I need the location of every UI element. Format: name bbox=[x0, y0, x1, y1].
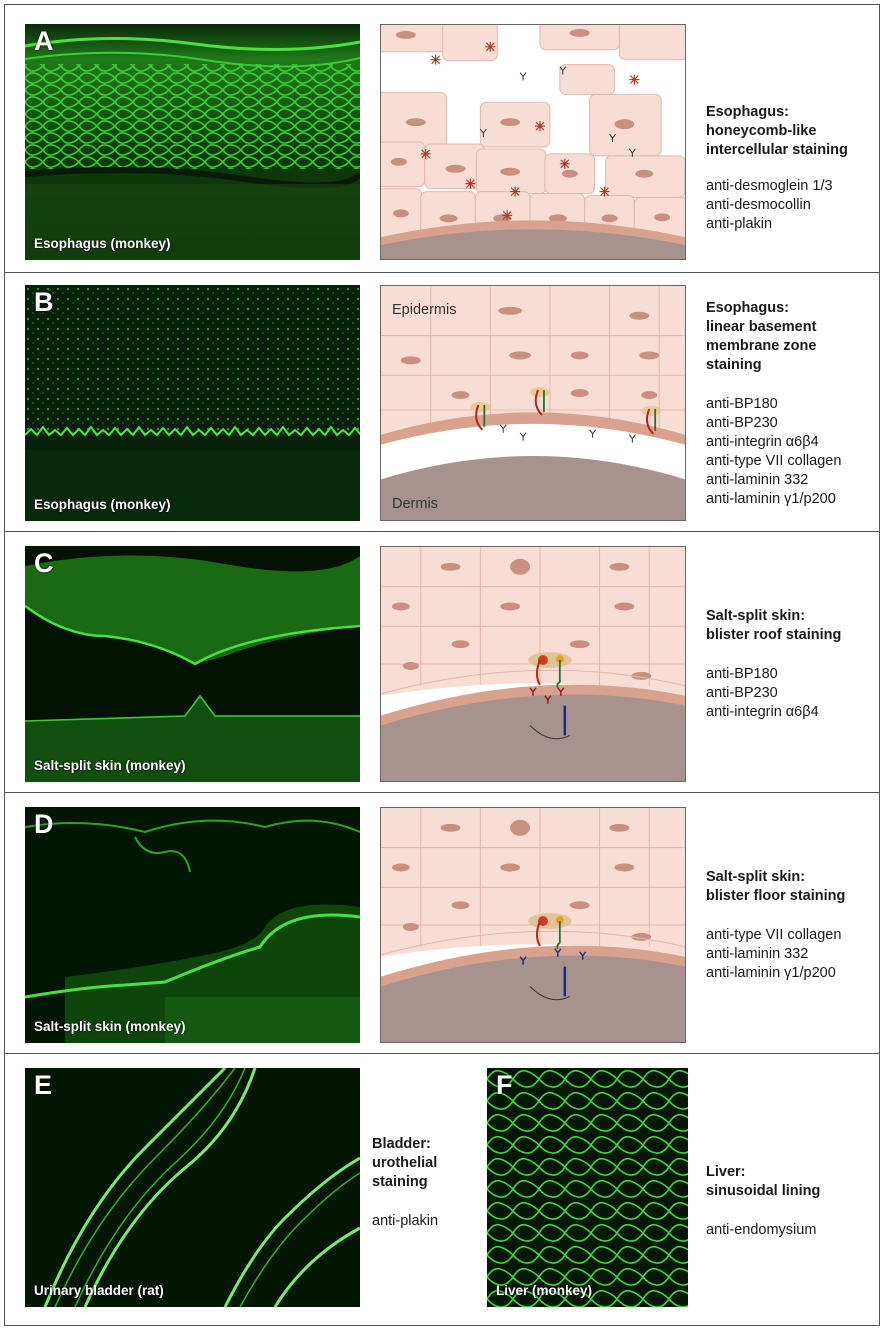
schematic-a bbox=[380, 24, 686, 260]
micrograph-e: E Urinary bladder (rat) bbox=[25, 1068, 360, 1307]
micrograph-caption: Salt-split skin (monkey) bbox=[34, 1019, 186, 1034]
description-d: Salt-split skin: blister floor staining … bbox=[706, 868, 884, 983]
antibody-item: anti-integrin α6β4 bbox=[706, 434, 819, 450]
antibody-item: anti-BP230 bbox=[706, 685, 778, 701]
micrograph-d-image bbox=[25, 807, 360, 1043]
micrograph-caption: Salt-split skin (monkey) bbox=[34, 758, 186, 773]
micrograph-b-image bbox=[25, 285, 360, 521]
micrograph-caption: Liver (monkey) bbox=[496, 1283, 593, 1298]
micrograph-f-image bbox=[487, 1068, 688, 1307]
antibody-list: anti-BP180 anti-BP230 anti-integrin α6β4 bbox=[706, 665, 884, 722]
description-a: Esophagus: honeycomb-like intercellular … bbox=[706, 103, 884, 234]
antibody-item: anti-BP180 bbox=[706, 666, 778, 682]
row-divider bbox=[4, 792, 880, 793]
schematic-d-image bbox=[381, 808, 685, 1042]
row-divider bbox=[4, 531, 880, 532]
micrograph-caption: Esophagus (monkey) bbox=[34, 236, 171, 251]
panel-letter: B bbox=[34, 287, 54, 317]
schematic-c bbox=[380, 546, 686, 782]
antibody-item: anti-BP230 bbox=[706, 415, 778, 431]
schematic-d bbox=[380, 807, 686, 1043]
staining-pattern-title: Salt-split skin: blister roof staining bbox=[706, 608, 842, 643]
antibody-item: anti-integrin α6β4 bbox=[706, 704, 819, 720]
micrograph-b: B Esophagus (monkey) bbox=[25, 285, 360, 521]
micrograph-a: A Esophagus (monkey) bbox=[25, 24, 360, 260]
staining-pattern-title: Esophagus: linear basement membrane zone… bbox=[706, 300, 817, 373]
antibody-list: anti-desmoglein 1/3 anti-desmocollin ant… bbox=[706, 177, 884, 234]
antibody-item: anti-endomysium bbox=[706, 1222, 817, 1238]
staining-pattern-title: Liver: sinusoidal lining bbox=[706, 1164, 821, 1199]
antibody-item: anti-plakin bbox=[706, 216, 773, 232]
micrograph-a-image bbox=[25, 24, 360, 260]
description-f: Liver: sinusoidal lining anti-endomysium bbox=[706, 1163, 884, 1240]
staining-pattern-title: Bladder: urothelial staining bbox=[372, 1136, 438, 1190]
antibody-item: anti-desmoglein 1/3 bbox=[706, 178, 833, 194]
staining-pattern-title: Salt-split skin: blister floor staining bbox=[706, 869, 846, 904]
antibody-list: anti-endomysium bbox=[706, 1221, 884, 1240]
micrograph-c: C Salt-split skin (monkey) bbox=[25, 546, 360, 782]
antibody-list: anti-type VII collagen anti-laminin 332 … bbox=[706, 926, 884, 983]
schematic-b-image bbox=[381, 286, 685, 520]
antibody-list: anti-plakin bbox=[372, 1212, 550, 1231]
panel-letter: D bbox=[34, 809, 54, 839]
row-divider bbox=[4, 1053, 880, 1054]
panel-letter: F bbox=[496, 1070, 513, 1100]
micrograph-e-image bbox=[25, 1068, 360, 1307]
schematic-c-image bbox=[381, 547, 685, 781]
antibody-item: anti-type VII collagen bbox=[706, 453, 842, 469]
epidermis-label: Epidermis bbox=[392, 302, 457, 318]
staining-pattern-title: Esophagus: honeycomb-like intercellular … bbox=[706, 104, 848, 158]
micrograph-caption: Esophagus (monkey) bbox=[34, 497, 171, 512]
antibody-item: anti-BP180 bbox=[706, 396, 778, 412]
panel-letter: C bbox=[34, 548, 54, 578]
antibody-item: anti-laminin γ1/p200 bbox=[706, 491, 836, 507]
row-divider bbox=[4, 272, 880, 273]
description-c: Salt-split skin: blister roof staining a… bbox=[706, 607, 884, 722]
antibody-item: anti-type VII collagen bbox=[706, 927, 842, 943]
antibody-list: anti-BP180 anti-BP230 anti-integrin α6β4… bbox=[706, 395, 884, 509]
antibody-item: anti-desmocollin bbox=[706, 197, 811, 213]
micrograph-caption: Urinary bladder (rat) bbox=[34, 1283, 164, 1298]
micrograph-d: D Salt-split skin (monkey) bbox=[25, 807, 360, 1043]
antibody-item: anti-laminin 332 bbox=[706, 472, 809, 488]
dermis-label: Dermis bbox=[392, 496, 438, 512]
figure-frame bbox=[4, 4, 880, 1326]
antibody-item: anti-laminin γ1/p200 bbox=[706, 965, 836, 981]
schematic-a-image bbox=[381, 25, 685, 259]
micrograph-f: F Liver (monkey) bbox=[487, 1068, 688, 1307]
antibody-item: anti-plakin bbox=[372, 1213, 439, 1229]
micrograph-c-image bbox=[25, 546, 360, 782]
panel-letter: A bbox=[34, 26, 54, 56]
panel-letter: E bbox=[34, 1070, 53, 1100]
description-b: Esophagus: linear basement membrane zone… bbox=[706, 299, 884, 509]
description-e: Bladder: urothelial staining anti-plakin bbox=[372, 1135, 550, 1231]
antibody-item: anti-laminin 332 bbox=[706, 946, 809, 962]
schematic-b: Epidermis Dermis bbox=[380, 285, 686, 521]
